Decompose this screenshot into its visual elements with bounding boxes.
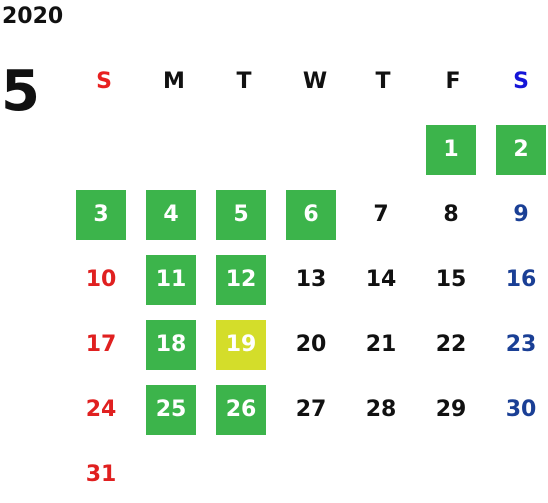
weekday-sunday: S bbox=[96, 69, 112, 94]
day-cell-30[interactable]: 30 bbox=[505, 397, 537, 422]
day-cell-23[interactable]: 23 bbox=[505, 332, 537, 357]
day-cell-26[interactable]: 26 bbox=[216, 385, 266, 435]
day-cell-2[interactable]: 2 bbox=[496, 125, 546, 175]
day-cell-18[interactable]: 18 bbox=[146, 320, 196, 370]
weekday-monday: M bbox=[163, 69, 185, 94]
day-cell-3[interactable]: 3 bbox=[76, 190, 126, 240]
weekday-saturday: S bbox=[513, 69, 529, 94]
year-label: 2020 bbox=[2, 4, 64, 29]
weekday-tuesday: T bbox=[236, 69, 252, 94]
day-cell-14[interactable]: 14 bbox=[365, 267, 397, 292]
day-cell-15[interactable]: 15 bbox=[435, 267, 467, 292]
weekday-thursday: T bbox=[375, 69, 391, 94]
month-label: 5 bbox=[1, 59, 40, 124]
day-cell-9[interactable]: 9 bbox=[513, 202, 529, 227]
day-cell-27[interactable]: 27 bbox=[295, 397, 327, 422]
day-cell-12[interactable]: 12 bbox=[216, 255, 266, 305]
day-cell-4[interactable]: 4 bbox=[146, 190, 196, 240]
weekday-wednesday: W bbox=[302, 69, 328, 94]
day-cell-24[interactable]: 24 bbox=[85, 397, 117, 422]
day-cell-1[interactable]: 1 bbox=[426, 125, 476, 175]
day-cell-5[interactable]: 5 bbox=[216, 190, 266, 240]
day-cell-22[interactable]: 22 bbox=[435, 332, 467, 357]
day-cell-16[interactable]: 16 bbox=[505, 267, 537, 292]
day-cell-20[interactable]: 20 bbox=[295, 332, 327, 357]
day-cell-25[interactable]: 25 bbox=[146, 385, 196, 435]
day-cell-6[interactable]: 6 bbox=[286, 190, 336, 240]
day-cell-17[interactable]: 17 bbox=[85, 332, 117, 357]
day-cell-19[interactable]: 19 bbox=[216, 320, 266, 370]
day-cell-8[interactable]: 8 bbox=[443, 202, 459, 227]
day-cell-31[interactable]: 31 bbox=[85, 462, 117, 487]
weekday-friday: F bbox=[445, 69, 461, 94]
day-cell-7[interactable]: 7 bbox=[373, 202, 389, 227]
day-cell-21[interactable]: 21 bbox=[365, 332, 397, 357]
day-cell-29[interactable]: 29 bbox=[435, 397, 467, 422]
day-cell-28[interactable]: 28 bbox=[365, 397, 397, 422]
day-cell-13[interactable]: 13 bbox=[295, 267, 327, 292]
day-cell-11[interactable]: 11 bbox=[146, 255, 196, 305]
day-cell-10[interactable]: 10 bbox=[85, 267, 117, 292]
